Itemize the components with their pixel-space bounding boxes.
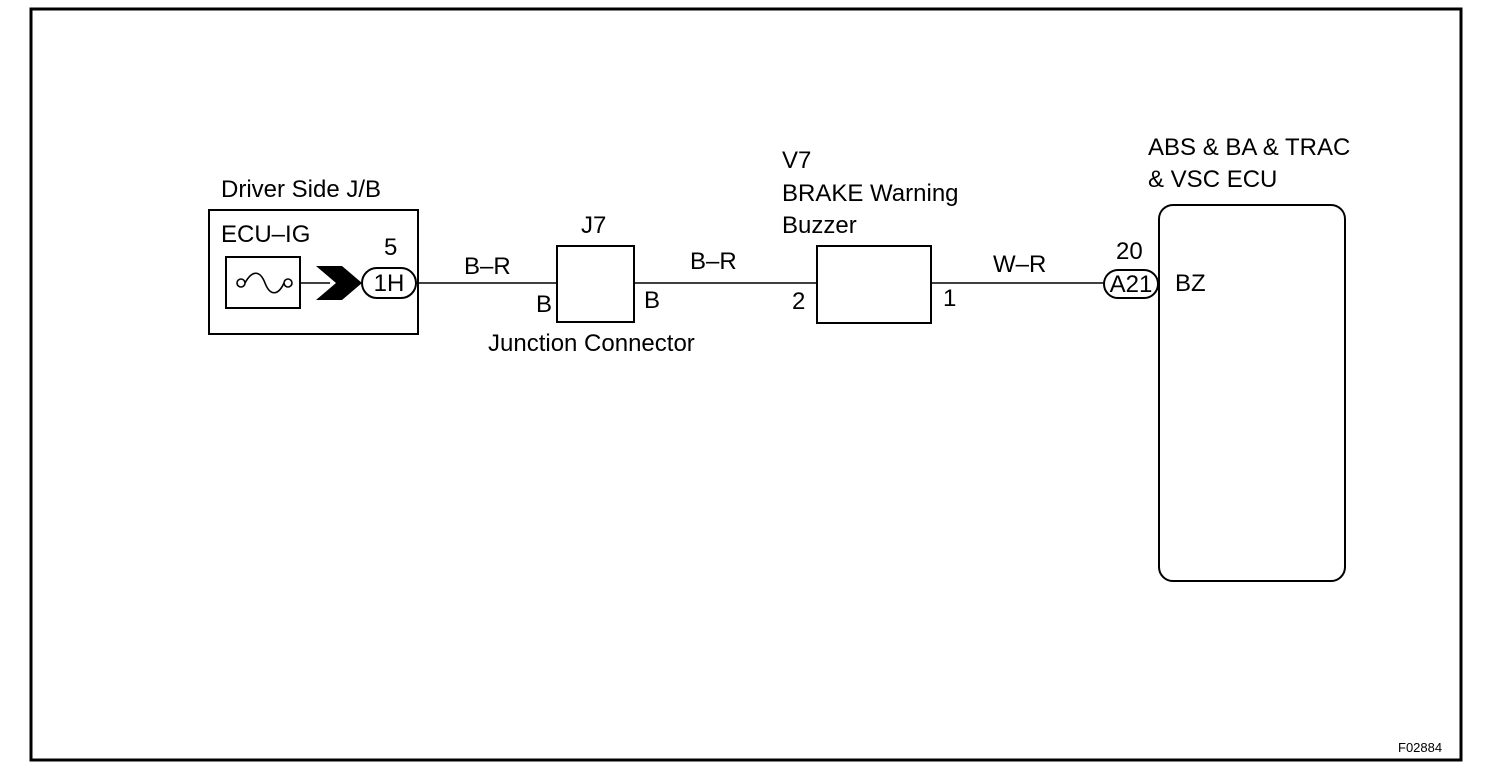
buzzer-name-line1: BRAKE Warning bbox=[782, 180, 959, 207]
diagram-id: F02884 bbox=[1398, 740, 1442, 755]
wire-label-1: B–R bbox=[464, 253, 511, 280]
buzzer-pin-in: 2 bbox=[792, 288, 805, 315]
svg-text:A21: A21 bbox=[1110, 271, 1153, 298]
ecu-name-line1: ABS & BA & TRAC bbox=[1148, 134, 1350, 161]
ecu-terminal: BZ bbox=[1175, 270, 1206, 297]
jb-title: Driver Side J/B bbox=[221, 176, 381, 203]
jb-connector-1h: 1H bbox=[361, 267, 417, 299]
jc-box bbox=[556, 245, 635, 323]
wire-label-3: W–R bbox=[993, 251, 1046, 278]
jb-pin-number: 5 bbox=[384, 234, 397, 261]
fuse-label: ECU–IG bbox=[221, 221, 310, 248]
ecu-box bbox=[1158, 204, 1346, 582]
jc-left-pin: B bbox=[536, 291, 552, 318]
fuse-icon bbox=[225, 256, 301, 309]
diagram-frame bbox=[29, 7, 1463, 762]
buzzer-name-line2: Buzzer bbox=[782, 212, 857, 239]
ecu-name-line2: & VSC ECU bbox=[1148, 166, 1277, 193]
jc-id: J7 bbox=[581, 212, 606, 239]
buzzer-pin-out: 1 bbox=[943, 285, 956, 312]
svg-text:1H: 1H bbox=[374, 270, 405, 297]
ecu-connector-a21: A21 bbox=[1103, 269, 1159, 299]
connector-arrow-icon bbox=[316, 266, 362, 300]
ecu-pin-number: 20 bbox=[1116, 238, 1143, 265]
buzzer-id: V7 bbox=[782, 147, 811, 174]
buzzer-box bbox=[816, 245, 932, 324]
wire-label-2: B–R bbox=[690, 248, 737, 275]
jc-name: Junction Connector bbox=[488, 330, 695, 357]
jc-right-pin: B bbox=[644, 287, 660, 314]
